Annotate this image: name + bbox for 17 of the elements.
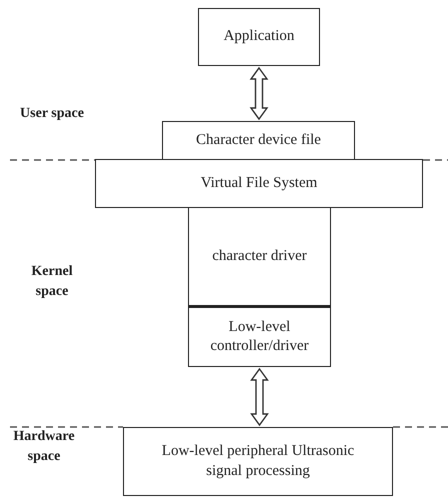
box-label: Virtual File System	[200, 174, 318, 193]
double-arrow	[250, 66, 268, 120]
box-label: Application	[224, 27, 294, 46]
region-label: Kernel space	[30, 263, 74, 302]
box-label: character driver	[212, 246, 307, 266]
box-label: Low-level controller/driver	[209, 318, 310, 356]
box-label: Low-level peripheral Ultrasonic signal processing	[160, 442, 356, 480]
process-box	[123, 427, 393, 496]
box-label: Character device file	[196, 130, 321, 150]
process-box	[95, 159, 423, 208]
process-box	[188, 207, 331, 308]
region-label: Hardware space	[12, 428, 76, 466]
double-arrow	[250, 368, 269, 426]
region-label: User space	[19, 105, 85, 123]
process-box	[198, 8, 320, 66]
process-box	[162, 121, 355, 160]
process-box	[188, 307, 331, 367]
